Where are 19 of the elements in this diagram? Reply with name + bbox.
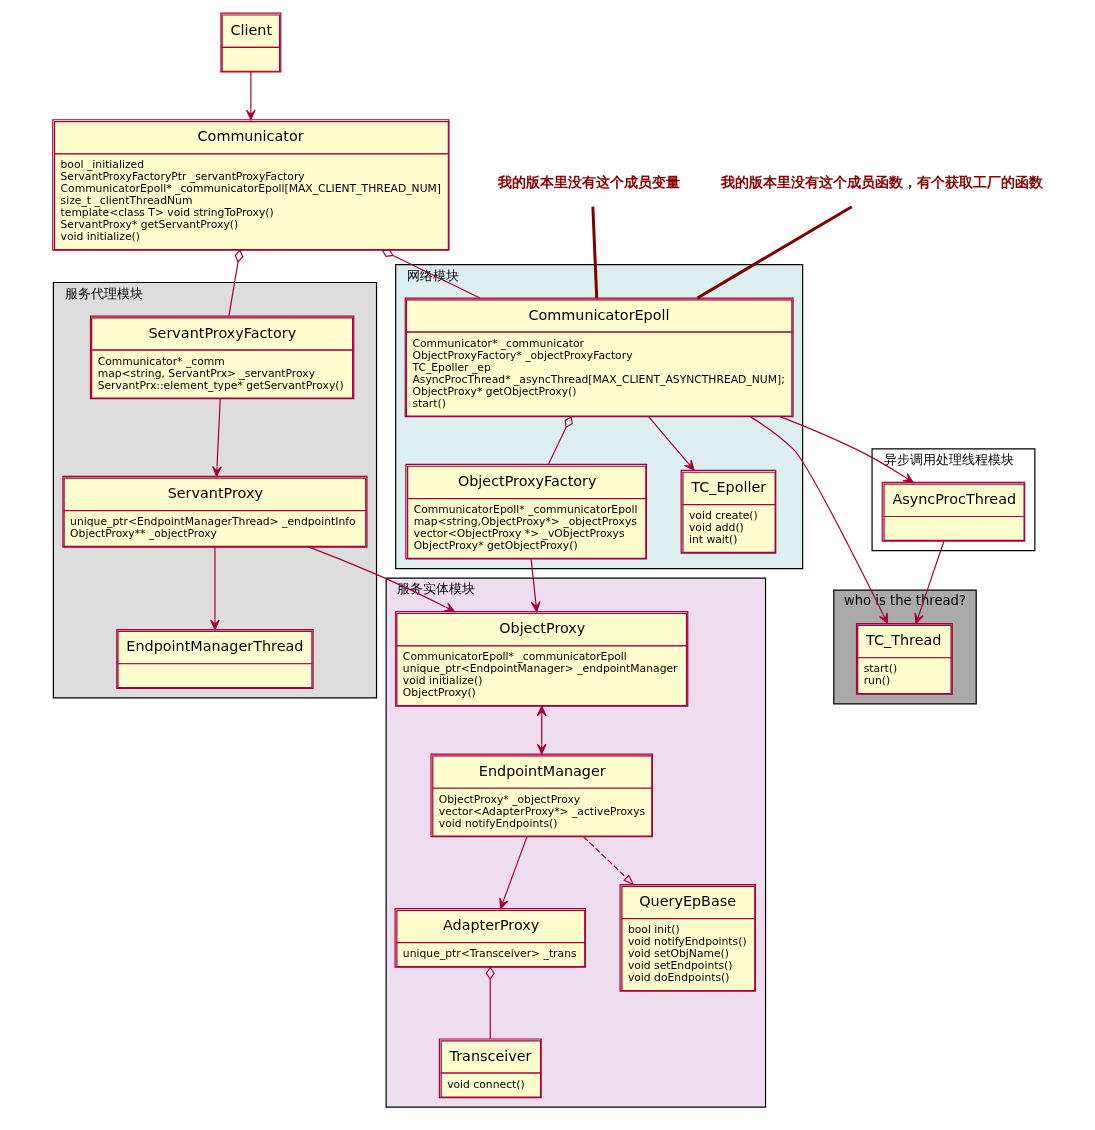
- connector: [547, 415, 573, 465]
- arrow: [211, 398, 222, 477]
- connector: [485, 966, 495, 1040]
- node-text: 我的版本里没有这个成员变量: [497, 174, 680, 191]
- node-text: 我的版本里没有这个成员函数，有个获取工厂的函数: [720, 174, 1043, 191]
- arrow: [245, 71, 256, 121]
- arrow: [498, 836, 528, 910]
- arrow: [647, 416, 695, 471]
- arrow: [308, 546, 455, 613]
- connector: [590, 206, 598, 299]
- arrow: [209, 546, 220, 631]
- connector: [696, 205, 853, 300]
- connector: [381, 248, 480, 299]
- arrow: [582, 836, 635, 886]
- connector: [227, 249, 244, 317]
- arrow: [536, 705, 547, 755]
- arrow: [778, 416, 914, 483]
- arrow: [749, 416, 888, 624]
- arrow: [530, 558, 541, 613]
